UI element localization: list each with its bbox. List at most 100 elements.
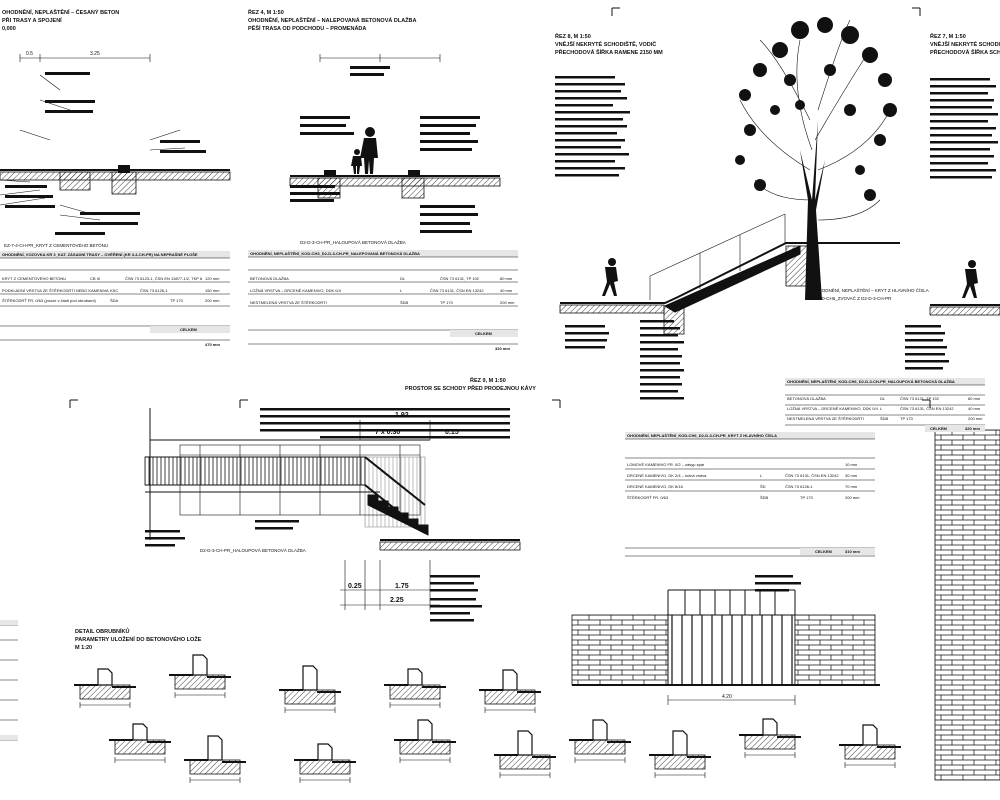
- ct-row-2-thick: 30 mm: [845, 473, 858, 478]
- tr-title-2: VNĚJŠÍ NEKRYTÉ SCHODIŠTĚ, VODIČ: [555, 40, 656, 48]
- tr-row-1-code: DL: [880, 396, 886, 401]
- tl-row-1-name: KRYT Z CEMENTOVÉHO BETONU: [2, 276, 66, 281]
- tm-row-2-name: LOŽNÁ VRSTVA – DRCENÉ KAMENIVO, DDK 0/4: [250, 288, 342, 293]
- tm-row-3-name: NESTMELENÁ VRSTVA ZE ŠTĚRKODRTI: [250, 300, 327, 305]
- tr-row-3-norm: TP 170: [900, 416, 914, 421]
- curb-detail: [184, 735, 246, 783]
- corner-marks: [69, 7, 931, 408]
- tr-sub-legend: KOD-CH6_ZVOVAČ Z D2-D-3-CH-PR: [815, 295, 892, 301]
- ct-row-4-name: ŠTĚRKODRŤ FR. 0/63: [627, 495, 669, 500]
- mc-dim-6: 2.25: [390, 597, 404, 604]
- tr-row-2-name: LOŽNÁ VRSTVA – DRCENÉ KAMENIVO, DDK 0/4: [787, 406, 879, 411]
- section-top-mid: ŘEZ 4, M 1:50 OHODNĚNÍ, NEPLAŠTĚNÍ – NAL…: [248, 8, 518, 351]
- ct-row-1-name: LOMOVÉ KAMENIVO FR. 0/2 – zásyp spár: [627, 462, 705, 467]
- tr-row-1-name: BETONOVÁ DLAŽBA: [787, 396, 826, 401]
- tr-legend: OHODNĚNÍ, NEPLAŠTĚNÍ – KRYT Z HLAVNÍHO Č…: [815, 286, 929, 293]
- detail-title-1: DETAIL OBRUBNÍKŮ: [75, 627, 130, 635]
- curb-detail: [109, 723, 171, 763]
- curb-detail: [384, 668, 446, 708]
- br-brick-left: [571, 614, 669, 686]
- tm-title-1: ŘEZ 4, M 1:50: [248, 8, 284, 16]
- tl-row-2-code: KSC: [110, 288, 118, 293]
- detail-title-2: PARAMETRY ULOŽENÍ DO BETONOVÉHO LOŽE: [75, 635, 202, 643]
- tl-dim-1: 0.5: [26, 51, 33, 57]
- tr-row-3-name: NESTMELENÁ VRSTVA ZE ŠTĚRKODRTI: [787, 416, 864, 421]
- mc-title-2: PROSTOR SE SCHODY PŘED PRODEJNOU KÁVY: [405, 384, 536, 392]
- tm-row-2-code: L: [400, 288, 403, 293]
- curb-detail: [739, 718, 801, 758]
- curb-detail: [394, 719, 456, 763]
- fr-title-2: VNĚJŠÍ NEKRYTÉ SCHODIŠTĚ, PROMENÁDA: [930, 40, 1000, 48]
- tm-row-2-thick: 40 mm: [500, 288, 513, 293]
- tl-row-3-norm: TP 170: [170, 298, 184, 303]
- tr-table: OHODNĚNÍ, NEPLAŠTĚNÍ_KOD-CH6_D2-D-3-CH-P…: [785, 378, 985, 432]
- ct-row-1-thick: 10 mm: [845, 462, 858, 467]
- fr-title-1: ŘEZ 7, M 1:50: [930, 32, 966, 40]
- tr-table-header: OHODNĚNÍ, NEPLAŠTĚNÍ_KOD-CH6_D2-D-3-CH-P…: [787, 379, 955, 384]
- tm-total-value: 320 mm: [495, 346, 510, 351]
- curb-detail: [839, 724, 901, 768]
- detail-title-3: M 1:20: [75, 645, 92, 651]
- tr-row-2-thick: 40 mm: [968, 406, 981, 411]
- tm-row-1-norm: ČSN 73 6131, TP 192: [440, 276, 480, 281]
- ct-row-3-thick: 70 mm: [845, 484, 858, 489]
- ct-total-value: 310 mm: [845, 549, 860, 554]
- tm-table: OHODNĚNÍ, NEPLAŠTĚNÍ_KOD-CH3_D2-D-3-CH-P…: [248, 250, 518, 351]
- tr-total-value: 320 mm: [965, 426, 980, 431]
- section-mid-center: ŘEZ 9, M 1:50 PROSTOR SE SCHODY PŘED PRO…: [144, 376, 536, 622]
- ct-row-3-norm: ČSN 73 6126-1: [785, 484, 813, 489]
- mc-dim-2: 7 x 0.30: [375, 429, 400, 436]
- tr-row-2-norm: ČSN 73 6131, ČSN EN 13242: [900, 406, 954, 411]
- tm-row-1-name: BETONOVÁ DLAŽBA: [250, 276, 289, 281]
- tl-row-1-thick: 120 mm: [205, 276, 220, 281]
- tl-row-1-norm: ČSN 73 6123-1, ČSN EN 13877-1/2, TKP 6: [125, 276, 203, 281]
- fr-brick-wall: [934, 429, 1000, 781]
- tl-row-1-code: CB III: [90, 276, 100, 281]
- tr-row-1-norm: ČSN 73 6131, TP 192: [900, 396, 940, 401]
- curb-detail: [169, 654, 231, 698]
- tl-row-2-norm: ČSN 73 6126-1: [140, 288, 168, 293]
- tm-row-2-norm: ČSN 73 6131, ČSN EN 13242: [430, 288, 484, 293]
- ct-row-2-norm: ČSN 73 6131, ČSN EN 13242: [785, 473, 839, 478]
- left-edge-table: [0, 620, 18, 741]
- mc-dim-1: 1.92: [395, 412, 409, 419]
- tm-row-3-code: ŠDB: [400, 300, 409, 305]
- ct-row-4-thick: 200 mm: [845, 495, 860, 500]
- mc-dim-4: 0.25: [348, 583, 362, 590]
- br-dim: 4.20: [722, 694, 732, 700]
- tm-table-header: OHODNĚNÍ, NEPLAŠTĚNÍ_KOD-CH3_D2-D-3-CH-P…: [250, 251, 420, 256]
- curb-detail: [279, 665, 341, 713]
- tr-row-2-code: L: [880, 406, 883, 411]
- curb-detail: [494, 730, 556, 778]
- ct-row-2-name: DRCENÉ KAMENIVO, DK 2/4 – ložná vrstva: [627, 473, 707, 478]
- walking-person-icon: [602, 258, 618, 296]
- fr-title-3: PŘECHODOVÁ ŠÍŘKA SCHODIŠŤOVÉHO RAMENE: [930, 48, 1000, 56]
- tr-row-1-thick: 80 mm: [968, 396, 981, 401]
- ct-row-2-code: L: [760, 473, 763, 478]
- walking-person-icon-2: [962, 260, 978, 298]
- ct-row-4-norm: TP 170: [800, 495, 814, 500]
- mc-dim-5: 1.75: [395, 583, 409, 590]
- tm-row-3-thick: 200 mm: [500, 300, 515, 305]
- tr-total: CELKEM: [930, 426, 948, 431]
- tl-row-3-code: ŠDA: [110, 298, 119, 303]
- tl-total: CELKEM: [180, 327, 198, 332]
- tl-title-3: 0,000: [2, 26, 16, 32]
- tr-title-3: PŘECHODOVÁ ŠÍŘKA RAMENE 2150 MM: [555, 48, 663, 56]
- br-brick-right: [794, 614, 876, 686]
- tr-row-3-code: ŠDB: [880, 416, 889, 421]
- curb-detail: [294, 743, 356, 783]
- tl-title-1: OHODNĚNÍ, NEPLAŠTĚNÍ – ČESANÝ BETON: [2, 8, 119, 16]
- tr-row-3-thick: 200 mm: [968, 416, 983, 421]
- tl-legend: EZ-7-4-CH-PR_KRYT Z CEMENTOVÉHO BETONU: [4, 242, 108, 248]
- mc-dim-3: 0.15: [445, 429, 459, 436]
- mc-title-1: ŘEZ 9, M 1:50: [470, 376, 506, 384]
- tl-row-2-name: PODKLADNÍ VRSTVA ZE ŠTĚRKODRTI NEBO KAME…: [2, 288, 109, 293]
- ct-row-3-code: ŠD: [760, 484, 766, 489]
- mc-legend: D2-D-3-CH-PR_HALOUPOVÁ BETONOVÁ DLAŽBA: [200, 546, 306, 553]
- tl-row-3-thick: 200 mm: [205, 298, 220, 303]
- tm-row-1-thick: 80 mm: [500, 276, 513, 281]
- tr-title-1: ŘEZ 8, M 1:50: [555, 32, 591, 40]
- fence-gate: [667, 614, 796, 686]
